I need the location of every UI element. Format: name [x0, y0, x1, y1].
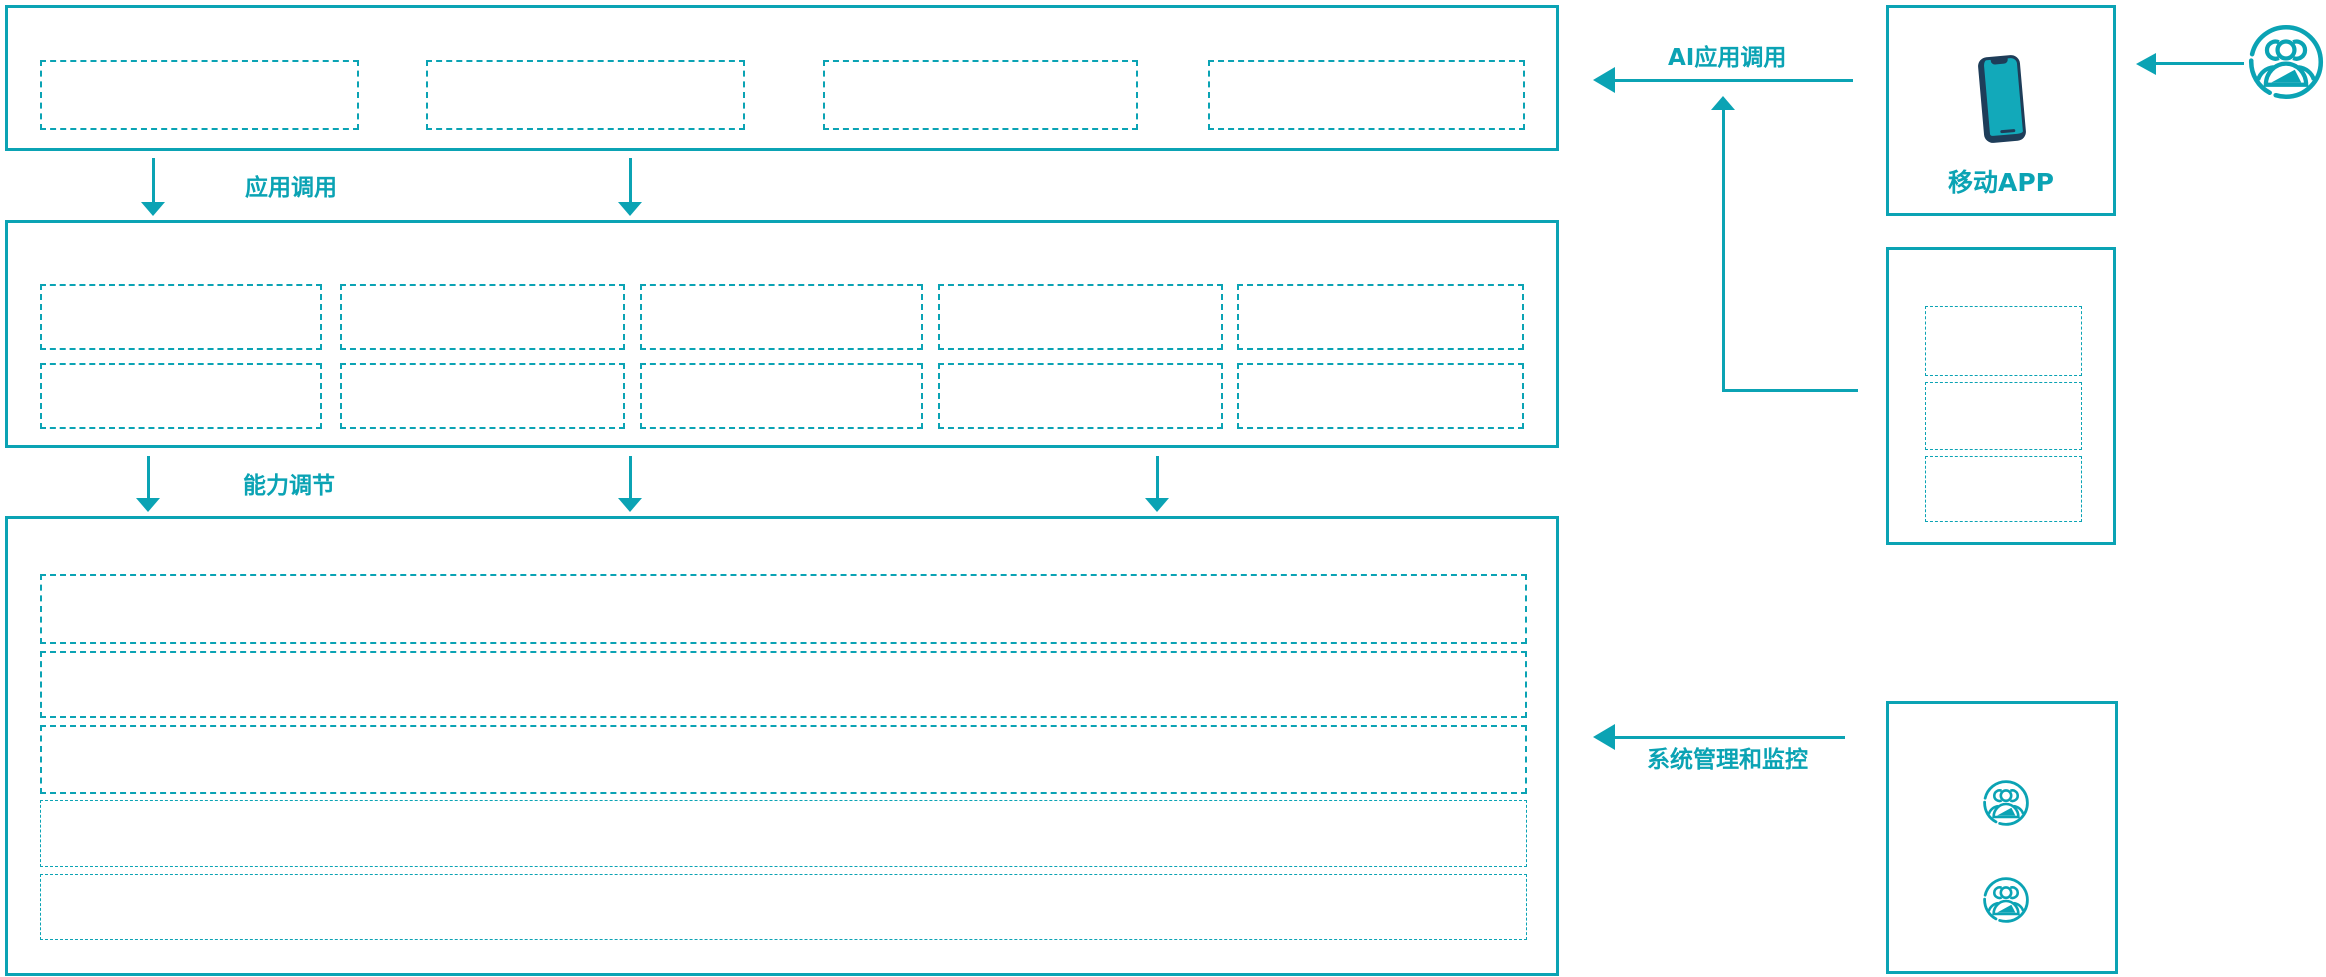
- user-arrowhead: [2136, 53, 2156, 75]
- phone-notch: [1990, 57, 2008, 65]
- capability-arrow-shaft: [147, 456, 150, 498]
- placeholder-box: [340, 363, 625, 429]
- placeholder-row: [40, 725, 1527, 794]
- ai-app-call-arrow-shaft: [1615, 79, 1853, 82]
- admin-users-box: [1886, 701, 2118, 974]
- capability-arrowhead: [618, 498, 642, 512]
- capability-arrow-shaft: [629, 456, 632, 498]
- user-arrow-shaft: [2156, 62, 2244, 65]
- top-layer-panel: [5, 5, 1559, 151]
- placeholder-box: [40, 284, 322, 350]
- middle-layer-panel: [5, 220, 1559, 448]
- placeholder-row: [40, 651, 1527, 718]
- app-call-arrow-shaft: [629, 158, 632, 202]
- app-call-arrow-shaft: [152, 158, 155, 202]
- user-group-icon: [2247, 23, 2325, 101]
- capability-adjust-label: 能力调节: [243, 473, 335, 499]
- placeholder-box: [1925, 456, 2082, 522]
- user-group-icon: [1982, 876, 2030, 924]
- app-call-arrowhead: [141, 202, 165, 216]
- capability-arrow-shaft: [1156, 456, 1159, 498]
- placeholder-box: [1925, 306, 2082, 376]
- ai-app-call-label: AI应用调用: [1668, 45, 1787, 71]
- capability-arrowhead: [136, 498, 160, 512]
- placeholder-row: [40, 800, 1527, 867]
- gateway-elbow-shaft: [1722, 389, 1858, 392]
- capability-arrowhead: [1145, 498, 1169, 512]
- placeholder-box: [938, 363, 1223, 429]
- placeholder-row: [40, 874, 1527, 940]
- placeholder-box: [1925, 382, 2082, 450]
- placeholder-box: [1237, 284, 1524, 350]
- placeholder-box: [640, 284, 923, 350]
- placeholder-box: [1237, 363, 1524, 429]
- phone-homebar: [2000, 128, 2016, 134]
- smartphone-icon: [1977, 54, 2027, 144]
- placeholder-box: [640, 363, 923, 429]
- ai-app-call-arrowhead: [1593, 67, 1615, 93]
- gateway-up-arrowhead: [1711, 96, 1735, 110]
- system-monitor-arrowhead: [1593, 724, 1615, 750]
- placeholder-box: [40, 60, 359, 130]
- placeholder-box: [938, 284, 1223, 350]
- app-call-label: 应用调用: [245, 175, 337, 201]
- placeholder-box: [40, 363, 322, 429]
- system-monitor-arrow-shaft: [1615, 736, 1845, 739]
- placeholder-box: [1208, 60, 1525, 130]
- placeholder-row: [40, 574, 1527, 644]
- system-monitor-label: 系统管理和监控: [1647, 747, 1808, 773]
- mobile-app-label: 移动APP: [1948, 168, 2054, 197]
- bottom-layer-panel: [5, 516, 1559, 976]
- app-call-arrowhead: [618, 202, 642, 216]
- gateway-up-arrow-shaft: [1722, 110, 1725, 391]
- placeholder-box: [823, 60, 1138, 130]
- placeholder-box: [426, 60, 745, 130]
- user-group-icon: [1982, 779, 2030, 827]
- gateway-box: [1886, 247, 2116, 545]
- placeholder-box: [340, 284, 625, 350]
